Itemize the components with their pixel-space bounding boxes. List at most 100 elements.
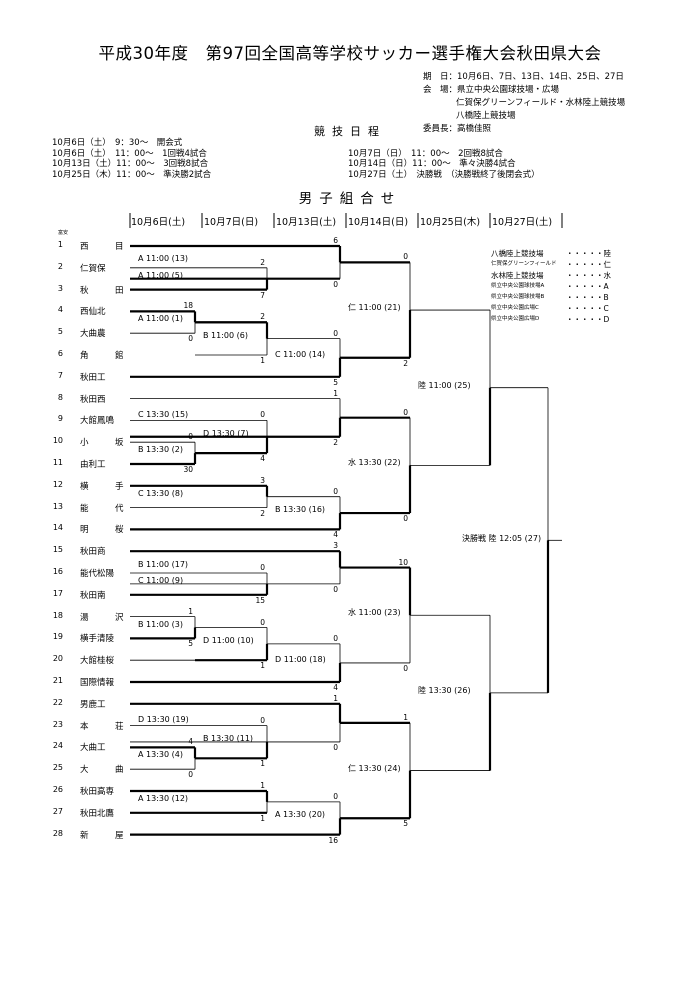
score: 0 — [333, 328, 338, 338]
team-name: 本 荘 — [80, 721, 133, 732]
team-name: 小 坂 — [80, 438, 133, 449]
team-number: 20 — [52, 654, 63, 664]
team-number: 10 — [52, 436, 63, 446]
team-number: 2 — [57, 261, 63, 271]
score: 5 — [333, 377, 338, 387]
legend-code: ・・・・・D — [566, 315, 610, 324]
team-number: 13 — [52, 501, 63, 511]
legend-code: ・・・・・仁 — [566, 260, 611, 269]
legend-code: ・・・・・B — [566, 293, 609, 302]
schedule-title: 競技日程 — [314, 125, 386, 138]
score: 1 — [333, 388, 338, 398]
legend-item: 県立中央公園球技場A・・・・・A — [491, 281, 611, 292]
info-venue: 会 場：県立中央公園球技場・広場 — [423, 85, 560, 95]
score: 2 — [260, 257, 265, 267]
score: 1 — [260, 759, 265, 769]
match-label: 水 13:30 (22) — [348, 458, 401, 468]
score: 4 — [333, 530, 338, 540]
info-venue-2: 仁賀保グリーンフィールド・水林陸上競技場 — [456, 98, 626, 108]
score: 30 — [183, 465, 193, 474]
score: 6 — [333, 236, 338, 245]
info-chair: 委員長：高橋佳照 — [423, 124, 492, 134]
day-header: 10月27日(土) — [492, 217, 553, 228]
page-title: 平成30年度 第97回全国高等学校サッカー選手権大会秋田県大会 — [98, 44, 602, 63]
match-label: A 11:00 (13) — [138, 254, 189, 264]
team-name: 大館桂桜 — [80, 656, 115, 667]
legend-code: ・・・・・陸 — [566, 249, 611, 258]
schedule-item: 10月7日（日） 11：00～ 2回戦8試合 — [348, 148, 503, 159]
team-name: 秋田西 — [80, 394, 106, 405]
schedule-item: 10月27日（土） 決勝戦 （決勝戦終了後閉会式） — [348, 169, 540, 180]
score: 0 — [333, 742, 338, 752]
match-label: C 11:00 (9) — [138, 575, 184, 585]
match-label: D 13:30 (7) — [203, 428, 249, 438]
legend-venue: 仁賀保グリーンフィールド — [491, 261, 557, 267]
day-header: 10月14日(日) — [348, 217, 409, 228]
team-number: 8 — [57, 392, 63, 402]
score: 0 — [403, 407, 408, 417]
legend-code: ・・・・・水 — [566, 271, 611, 280]
schedule-item: 10月6日（土） 11：00～ 1回戦4試合 — [52, 148, 207, 159]
match-label: 決勝戦 陸 12:05 (27) — [462, 534, 542, 544]
team-name: 大曲農 — [80, 329, 106, 340]
score: 2 — [403, 358, 408, 368]
score: 2 — [260, 312, 265, 322]
info-period: 期 日：10月6日、7日、13日、14日、25日、27日 — [423, 72, 624, 82]
team-name: 能代松陽 — [80, 569, 115, 579]
team-number: 3 — [57, 283, 63, 293]
team-name: 仁賀保 — [80, 263, 106, 274]
match-label: B 13:30 (16) — [275, 505, 326, 515]
legend-venue: 県立中央公園球技場B — [491, 294, 545, 300]
tournament-info: 期 日：10月6日、7日、13日、14日、25日、27日 会 場：県立中央公園球… — [423, 71, 625, 136]
score: 0 — [260, 410, 265, 420]
schedule-left: 10月6日（土） 9：30～ 開会式 10月6日（土） 11：00～ 1回戦4試… — [52, 138, 211, 180]
team-number: 7 — [57, 370, 63, 380]
bracket-title: 男子組合せ — [298, 191, 402, 207]
match-label: B 11:00 (3) — [138, 619, 183, 629]
match-label: C 11:00 (14) — [275, 349, 326, 359]
team-name: 秋田北鷹 — [80, 808, 115, 819]
team-name: 大 曲 — [80, 765, 133, 776]
score: 1 — [260, 813, 265, 823]
score: 0 — [333, 486, 338, 496]
score: 15 — [255, 595, 265, 605]
legend-venue: 水林陸上競技場 — [491, 271, 544, 280]
score: 2 — [333, 437, 338, 447]
match-label: B 13:30 (2) — [138, 445, 183, 455]
team-name: 秋田商 — [80, 547, 106, 558]
info-venue-3: 八橋陸上競技場 — [456, 111, 516, 121]
score: 0 — [188, 334, 193, 344]
team-number: 25 — [52, 763, 63, 773]
team-number: 19 — [52, 632, 63, 642]
team-number: 28 — [52, 828, 63, 838]
team-name: 西 目 — [80, 242, 133, 252]
day-header: 10月6日(土) — [131, 217, 186, 228]
team-name: 秋 田 — [80, 285, 133, 296]
score: 0 — [403, 252, 408, 262]
match-label: B 11:00 (17) — [138, 559, 189, 569]
day-header: 10月13日(土) — [276, 217, 337, 228]
score: 5 — [188, 639, 193, 649]
score: 1 — [260, 781, 265, 790]
score: 18 — [183, 301, 193, 311]
match-label: D 11:00 (10) — [203, 635, 254, 645]
score: 0 — [403, 514, 408, 524]
schedule-right: 10月7日（日） 11：00～ 2回戦8試合 10月14日（日）11：00～ 準… — [348, 149, 540, 181]
schedule-item: 10月25日（木）11：00～ 準決勝2試合 — [52, 169, 212, 180]
score: 0 — [333, 633, 338, 643]
legend-venue: 県立中央公園広場C — [491, 305, 539, 311]
legend-item: 県立中央公園広場C・・・・・C — [491, 303, 611, 314]
score: 0 — [188, 770, 193, 780]
match-label: C 13:30 (15) — [138, 409, 189, 419]
score: 0 — [403, 663, 408, 673]
team-number: 16 — [52, 567, 63, 576]
team-name: 由利工 — [80, 460, 106, 470]
match-label: A 13:30 (4) — [138, 750, 183, 760]
score: 2 — [260, 508, 265, 518]
legend-code: ・・・・・A — [566, 282, 609, 291]
team-number: 12 — [52, 479, 63, 489]
score: 1 — [188, 606, 193, 616]
team-number: 26 — [52, 785, 63, 794]
score: 0 — [333, 279, 338, 289]
score: 3 — [260, 475, 265, 485]
